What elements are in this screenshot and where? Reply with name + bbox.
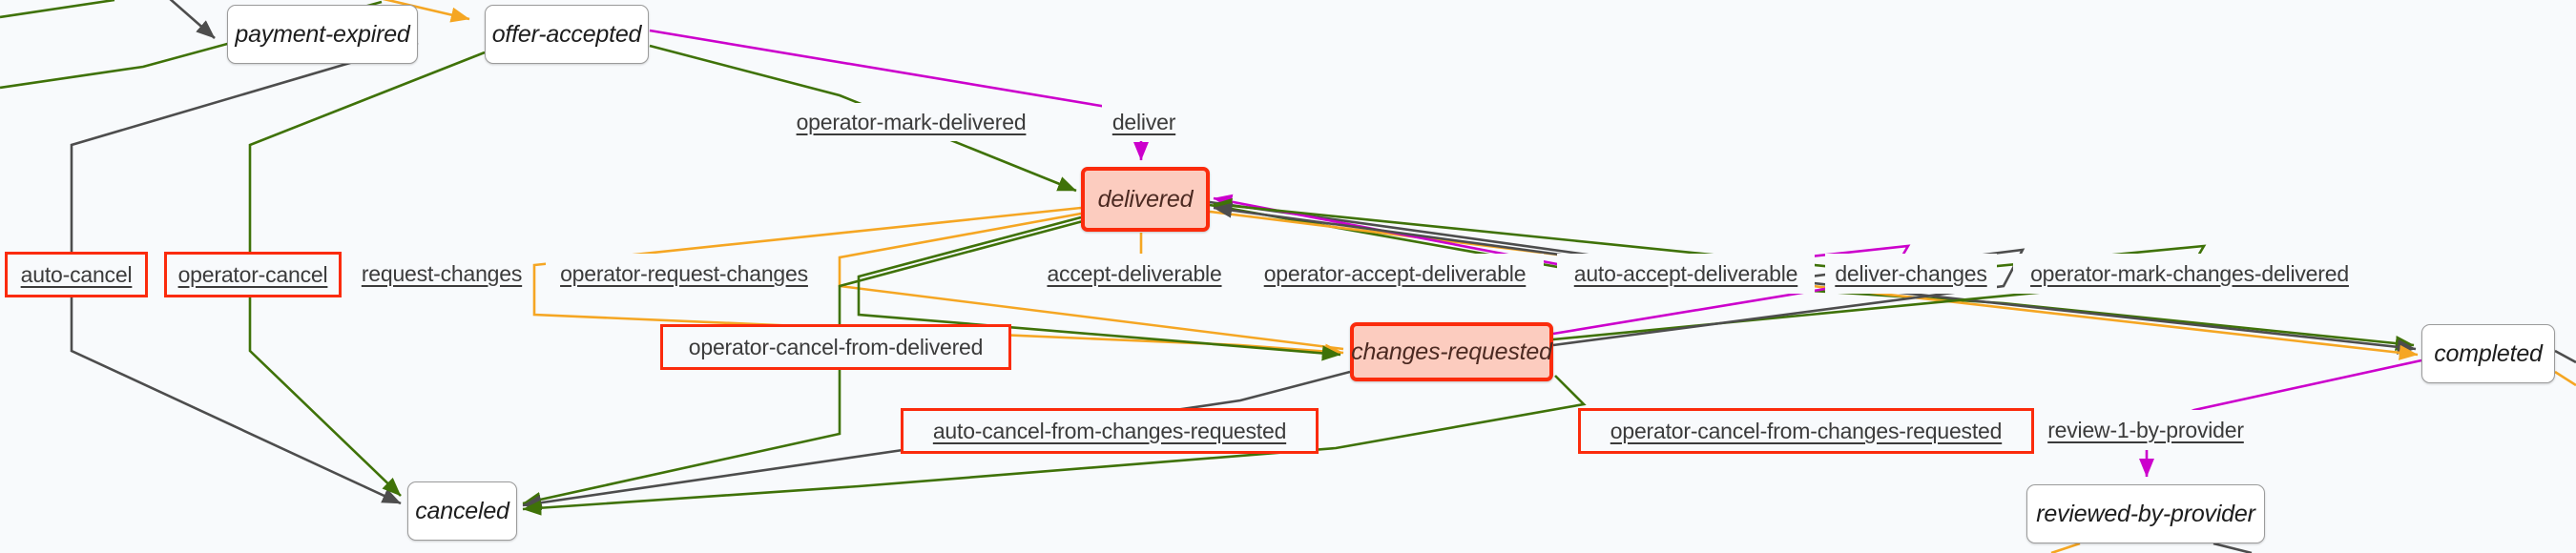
transition-label-text: deliver-changes xyxy=(1835,260,1987,286)
transition-label-operator-accept-deliverable[interactable]: operator-accept-deliverable xyxy=(1246,254,1544,294)
state-node-label: offer-accepted xyxy=(491,20,642,48)
edge-to-offer-accepted xyxy=(382,0,470,23)
state-node-label: changes-requested xyxy=(1351,338,1552,365)
edge-delivered-to-changes-requested-orange-b xyxy=(838,212,1344,351)
transition-label-deliver-changes[interactable]: deliver-changes xyxy=(1825,254,1997,294)
transition-label-text: operator-mark-changes-delivered xyxy=(2030,260,2349,286)
edge-completed-out-grey xyxy=(2554,349,2576,364)
transition-label-text: operator-request-changes xyxy=(560,260,808,286)
transition-label-operator-mark-delivered[interactable]: operator-mark-delivered xyxy=(782,103,1040,141)
transition-label-text: auto-accept-deliverable xyxy=(1573,260,1798,286)
transition-label-text: deliver xyxy=(1111,109,1176,134)
edge-offscreen-green-b xyxy=(0,0,115,19)
transition-label-text: operator-mark-delivered xyxy=(796,109,1027,134)
edge-changes-requested-to-canceled-green xyxy=(522,375,1587,516)
state-node-canceled[interactable]: canceled xyxy=(407,481,517,541)
transition-label-operator-request-changes[interactable]: operator-request-changes xyxy=(546,254,822,294)
transition-label-text: accept-deliverable xyxy=(1047,260,1222,286)
state-node-label: payment-expired xyxy=(235,20,410,48)
state-node-completed[interactable]: completed xyxy=(2421,324,2555,383)
edge-offer-accepted-to-canceled xyxy=(248,51,486,497)
edge-completed-out-orange xyxy=(2554,370,2576,387)
edge-changes-requested-to-delivered-green xyxy=(1213,197,2207,341)
transition-label-text: operator-cancel-from-changes-requested xyxy=(1610,418,2003,443)
transition-label-operator-cancel-from-delivered[interactable]: operator-cancel-from-delivered xyxy=(660,324,1011,370)
edge-reviewed-out-orange xyxy=(2050,542,2081,553)
transition-label-deliver[interactable]: deliver xyxy=(1102,103,1186,141)
edge-to-payment-expired xyxy=(169,0,216,39)
state-node-offer-accepted[interactable]: offer-accepted xyxy=(485,5,649,64)
transition-label-operator-mark-changes-delivered[interactable]: operator-mark-changes-delivered xyxy=(2013,254,2366,294)
transition-label-text: auto-cancel xyxy=(20,261,133,287)
state-node-reviewed-by-provider[interactable]: reviewed-by-provider xyxy=(2026,484,2265,543)
transition-label-text: auto-cancel-from-changes-requested xyxy=(932,418,1287,443)
edge-changes-requested-to-delivered-magenta xyxy=(1213,194,1911,336)
state-node-payment-expired[interactable]: payment-expired xyxy=(227,5,418,64)
transition-label-operator-cancel-from-changes-requested[interactable]: operator-cancel-from-changes-requested xyxy=(1578,408,2034,454)
state-node-label: completed xyxy=(2434,339,2543,367)
transition-label-request-changes[interactable]: request-changes xyxy=(353,254,530,294)
edge-delivered-to-changes-requested-green xyxy=(857,215,1341,361)
transition-label-text: review-1-by-provider xyxy=(2047,417,2244,442)
transition-label-auto-cancel[interactable]: auto-cancel xyxy=(5,252,148,297)
state-node-label: reviewed-by-provider xyxy=(2036,500,2255,527)
transition-label-text: request-changes xyxy=(361,260,523,286)
transition-label-auto-accept-deliverable[interactable]: auto-accept-deliverable xyxy=(1557,254,1815,294)
transition-label-auto-cancel-from-changes-requested[interactable]: auto-cancel-from-changes-requested xyxy=(901,408,1319,454)
edge-delivered-to-changes-requested-orange-a xyxy=(532,206,1344,359)
state-node-label: delivered xyxy=(1097,185,1194,213)
edge-offer-accepted-to-delivered-green xyxy=(649,44,1077,193)
edge-reviewed-out-grey xyxy=(2212,542,2253,553)
edge-payment-expired-to-canceled xyxy=(70,41,419,505)
transition-label-accept-deliverable[interactable]: accept-deliverable xyxy=(1035,254,1234,294)
state-node-label: canceled xyxy=(415,497,509,524)
transition-label-operator-cancel[interactable]: operator-cancel xyxy=(164,252,342,297)
transition-label-text: operator-accept-deliverable xyxy=(1263,260,1527,286)
transition-label-text: operator-cancel-from-delivered xyxy=(688,334,984,359)
transition-label-text: operator-cancel xyxy=(177,261,328,287)
state-node-delivered[interactable]: delivered xyxy=(1081,167,1210,232)
state-node-changes-requested[interactable]: changes-requested xyxy=(1350,322,1553,381)
transition-label-review-1-by-provider[interactable]: review-1-by-provider xyxy=(2036,410,2255,450)
